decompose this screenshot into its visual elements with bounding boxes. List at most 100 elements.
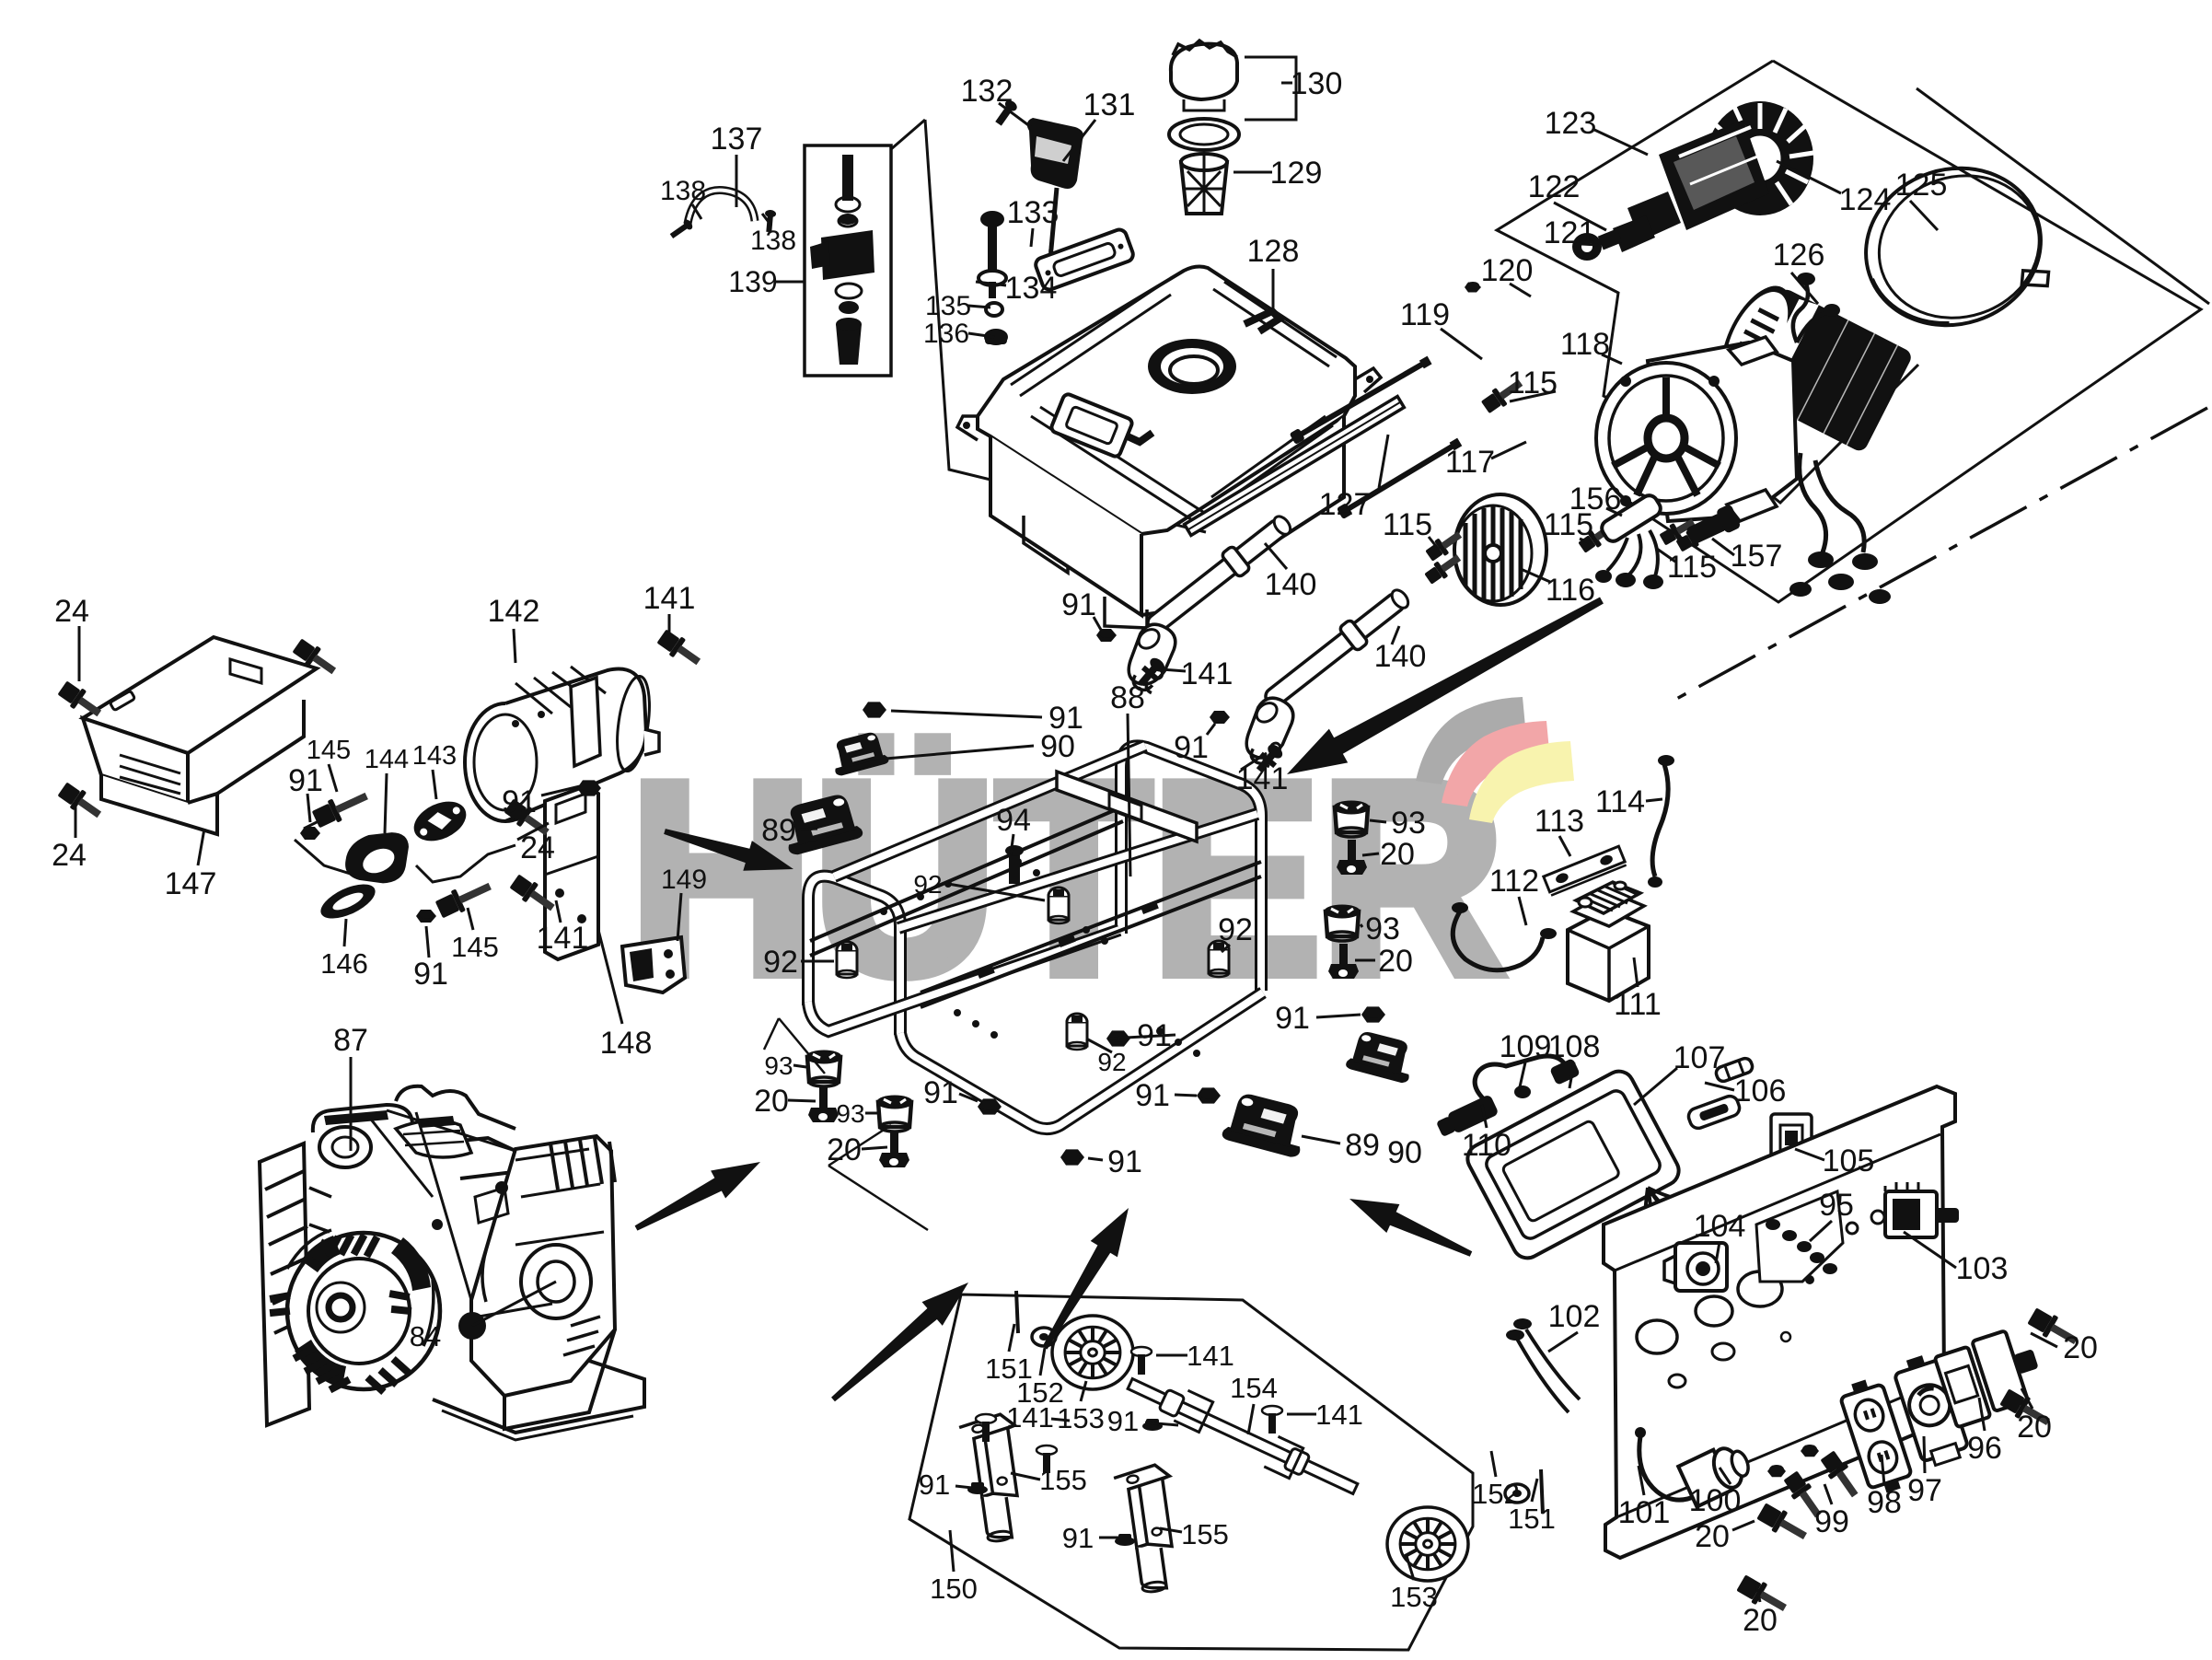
svg-text:123: 123 — [1545, 106, 1597, 141]
svg-text:125: 125 — [1895, 168, 1948, 203]
svg-text:154: 154 — [1230, 1372, 1278, 1404]
svg-text:147: 147 — [165, 866, 217, 901]
svg-text:90: 90 — [1040, 729, 1075, 764]
svg-text:121: 121 — [1544, 215, 1596, 250]
svg-text:102: 102 — [1548, 1299, 1601, 1334]
svg-text:153: 153 — [1390, 1581, 1438, 1613]
svg-text:20: 20 — [1380, 837, 1415, 872]
svg-text:142: 142 — [488, 594, 540, 629]
svg-text:94: 94 — [996, 803, 1031, 838]
svg-text:145: 145 — [451, 931, 499, 963]
svg-text:134: 134 — [1005, 271, 1058, 306]
svg-text:93: 93 — [1391, 806, 1426, 841]
svg-text:140: 140 — [1265, 567, 1317, 602]
svg-text:120: 120 — [1481, 253, 1534, 288]
svg-text:153: 153 — [1057, 1402, 1105, 1434]
svg-text:115: 115 — [1667, 550, 1717, 585]
svg-text:156: 156 — [1569, 482, 1622, 517]
svg-text:115: 115 — [1544, 507, 1593, 542]
svg-text:84: 84 — [410, 1320, 441, 1352]
svg-text:118: 118 — [1560, 327, 1610, 362]
svg-text:24: 24 — [520, 830, 555, 865]
svg-text:108: 108 — [1548, 1029, 1601, 1064]
svg-text:91: 91 — [919, 1468, 950, 1501]
svg-text:139: 139 — [728, 265, 777, 298]
svg-text:140: 140 — [1374, 639, 1427, 674]
svg-text:129: 129 — [1270, 156, 1323, 191]
svg-text:20: 20 — [2063, 1330, 2098, 1365]
svg-text:148: 148 — [600, 1026, 653, 1061]
svg-text:111: 111 — [1614, 987, 1662, 1022]
svg-text:155: 155 — [1039, 1464, 1087, 1496]
svg-text:20: 20 — [1695, 1519, 1730, 1554]
svg-text:91: 91 — [1061, 587, 1096, 622]
svg-text:95: 95 — [1819, 1188, 1854, 1223]
svg-text:110: 110 — [1462, 1128, 1511, 1163]
svg-text:101: 101 — [1618, 1495, 1671, 1530]
svg-text:141: 141 — [1187, 1340, 1234, 1372]
svg-text:91: 91 — [1174, 730, 1209, 765]
svg-text:145: 145 — [307, 736, 351, 765]
svg-text:93: 93 — [764, 1051, 793, 1080]
svg-text:151: 151 — [1508, 1503, 1556, 1535]
svg-text:114: 114 — [1595, 784, 1645, 819]
svg-text:91: 91 — [1107, 1405, 1139, 1437]
svg-text:152: 152 — [1472, 1478, 1520, 1510]
svg-text:91: 91 — [1135, 1078, 1170, 1113]
svg-text:24: 24 — [54, 594, 89, 629]
svg-text:89: 89 — [1345, 1128, 1380, 1163]
svg-text:91: 91 — [1107, 1144, 1142, 1179]
svg-text:117: 117 — [1445, 445, 1495, 480]
svg-text:157: 157 — [1731, 539, 1783, 574]
svg-text:92: 92 — [913, 870, 942, 899]
svg-text:132: 132 — [961, 74, 1013, 109]
svg-text:20: 20 — [2017, 1410, 2052, 1445]
svg-text:115: 115 — [1383, 507, 1432, 542]
svg-text:149: 149 — [661, 865, 707, 895]
svg-text:141: 141 — [1181, 656, 1233, 691]
svg-text:146: 146 — [320, 947, 368, 980]
svg-text:91: 91 — [1062, 1522, 1094, 1554]
svg-text:99: 99 — [1814, 1504, 1849, 1539]
svg-text:89: 89 — [761, 813, 796, 848]
svg-text:24: 24 — [52, 838, 87, 873]
svg-text:90: 90 — [1387, 1135, 1422, 1170]
svg-text:138: 138 — [750, 226, 796, 256]
svg-text:104: 104 — [1694, 1209, 1746, 1244]
svg-text:100: 100 — [1689, 1483, 1742, 1518]
svg-text:141: 141 — [537, 921, 589, 956]
svg-text:155: 155 — [1181, 1518, 1229, 1550]
svg-text:96: 96 — [1967, 1431, 2002, 1466]
svg-text:20: 20 — [827, 1132, 862, 1167]
svg-text:91: 91 — [413, 957, 448, 992]
svg-text:151: 151 — [985, 1352, 1033, 1385]
svg-text:137: 137 — [711, 122, 763, 157]
svg-text:126: 126 — [1773, 238, 1825, 273]
svg-text:91: 91 — [288, 763, 323, 798]
svg-text:91: 91 — [923, 1075, 958, 1110]
svg-text:93: 93 — [836, 1099, 864, 1128]
svg-text:92: 92 — [763, 945, 798, 980]
svg-text:91: 91 — [1275, 1001, 1310, 1036]
svg-text:103: 103 — [1956, 1251, 2009, 1286]
svg-text:141: 141 — [1315, 1399, 1363, 1431]
svg-text:138: 138 — [660, 176, 706, 206]
svg-text:128: 128 — [1247, 234, 1300, 269]
svg-text:122: 122 — [1528, 169, 1581, 204]
svg-text:127: 127 — [1319, 487, 1372, 522]
svg-text:20: 20 — [754, 1084, 789, 1119]
svg-text:124: 124 — [1839, 182, 1892, 217]
svg-text:107: 107 — [1673, 1040, 1726, 1075]
svg-text:20: 20 — [1378, 944, 1413, 979]
svg-text:91: 91 — [1048, 701, 1083, 736]
svg-text:20: 20 — [1743, 1603, 1778, 1638]
svg-text:87: 87 — [333, 1023, 368, 1058]
svg-text:115: 115 — [1508, 366, 1558, 400]
svg-text:93: 93 — [1365, 911, 1400, 946]
svg-text:106: 106 — [1734, 1074, 1787, 1109]
svg-text:92: 92 — [1097, 1048, 1126, 1076]
svg-text:116: 116 — [1546, 573, 1595, 608]
svg-text:113: 113 — [1535, 804, 1584, 839]
svg-text:131: 131 — [1083, 87, 1136, 122]
svg-text:136: 136 — [923, 319, 969, 349]
